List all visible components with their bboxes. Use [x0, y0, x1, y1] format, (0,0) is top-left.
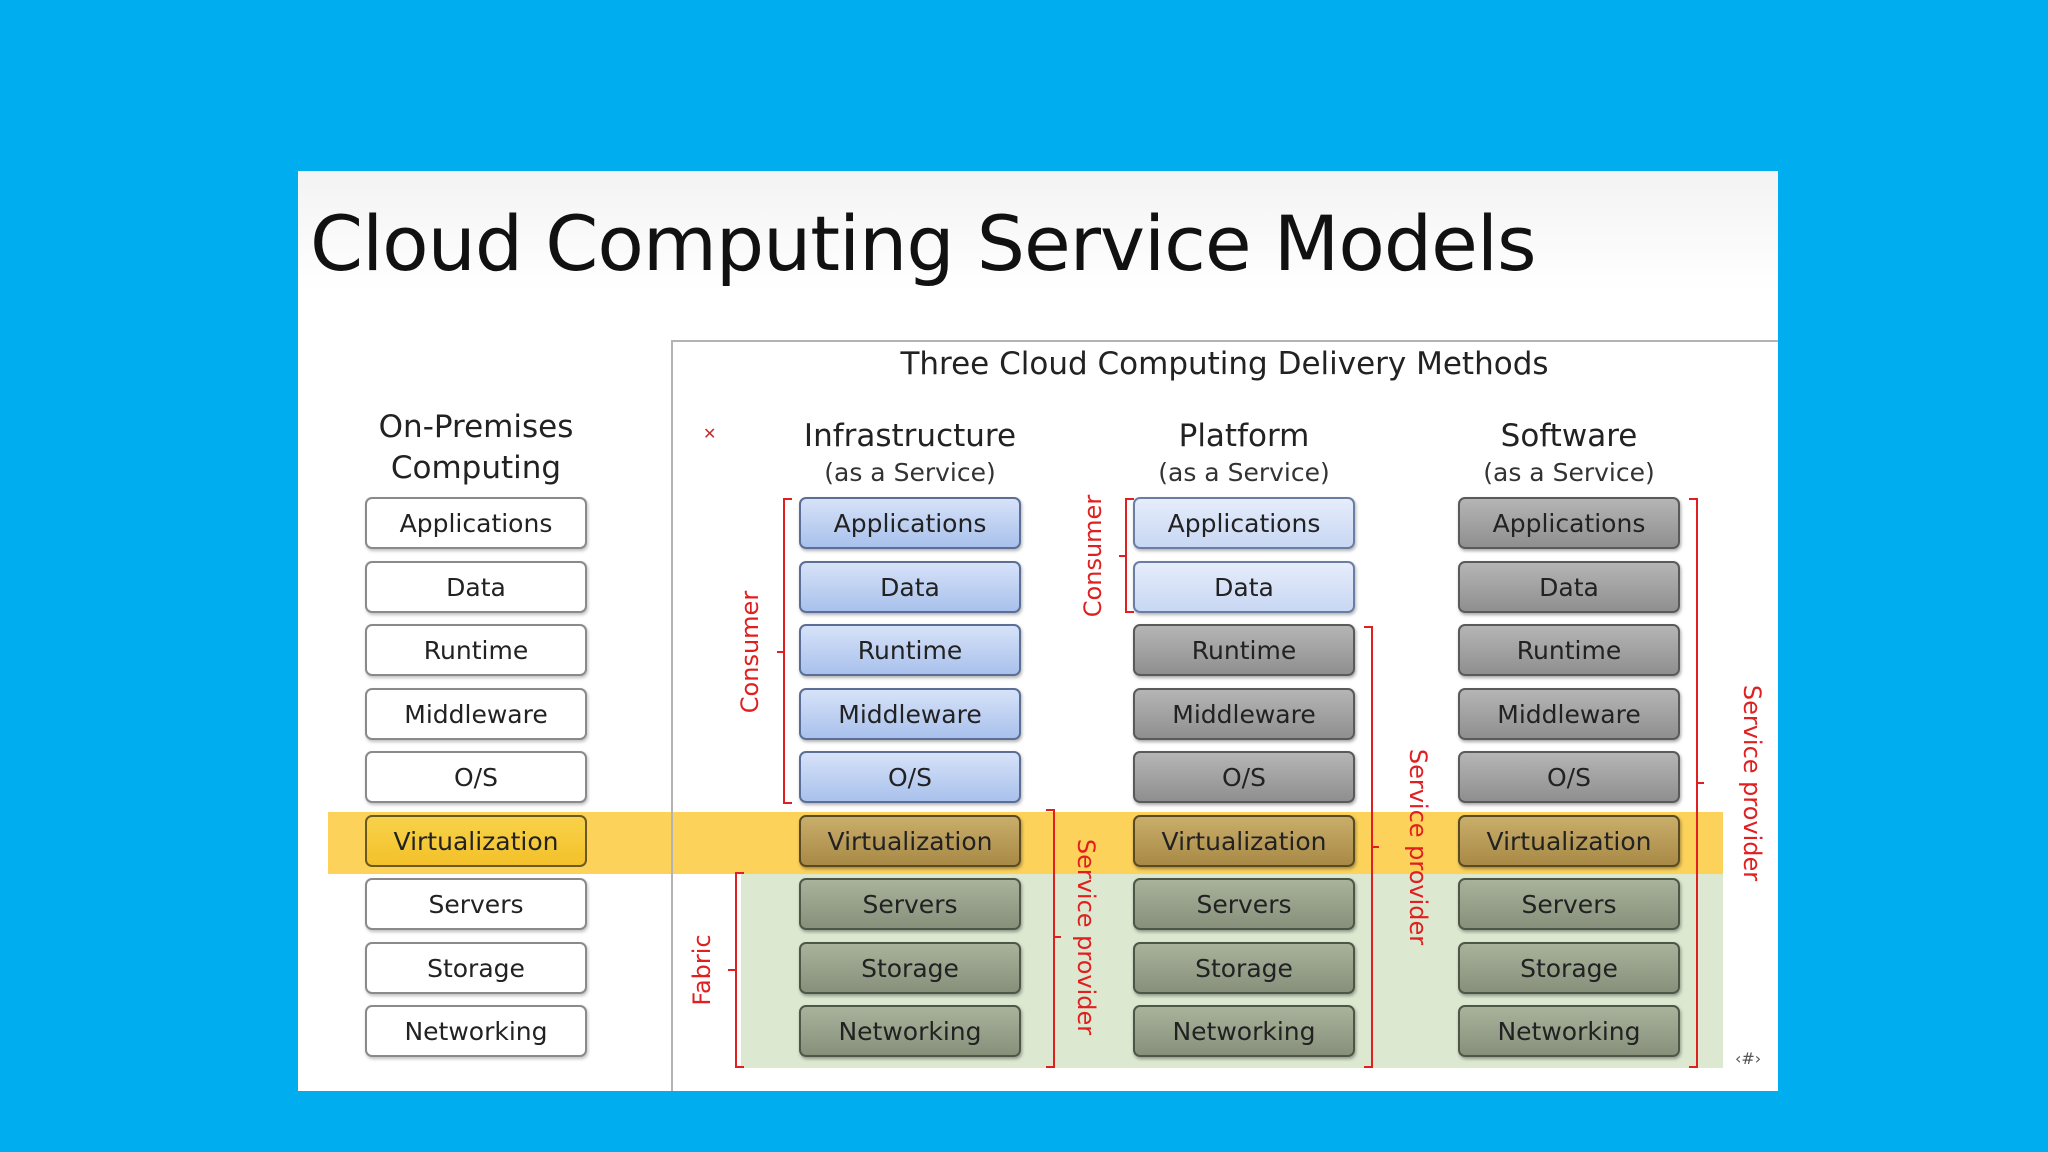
paas-heading-name: Platform: [1178, 418, 1310, 454]
delivery-methods-frame: [671, 340, 1778, 1091]
star-mark-icon: ✕: [703, 424, 717, 443]
saas-heading-sub: (as a Service): [1483, 458, 1655, 487]
paas-os-box: O/S: [1133, 751, 1355, 803]
slide: Cloud Computing Service Models Three Clo…: [298, 171, 1778, 1091]
iaas-service-provider-bracket: [1046, 809, 1061, 1068]
on-premises-servers-box: Servers: [365, 878, 587, 930]
slide-nav-icon[interactable]: ‹#›: [1735, 1049, 1762, 1068]
saas-servers-box: Servers: [1458, 878, 1680, 930]
slide-title: Cloud Computing Service Models: [310, 199, 1537, 288]
iaas-applications-box: Applications: [799, 497, 1021, 549]
iaas-heading-sub: (as a Service): [824, 458, 996, 487]
on-premises-data-box: Data: [365, 561, 587, 613]
paas-middleware-box: Middleware: [1133, 688, 1355, 740]
paas-service-provider-bracket: [1364, 626, 1379, 1068]
iaas-consumer-bracket: [777, 498, 792, 804]
iaas-fabric-bracket: [728, 872, 744, 1068]
iaas-middleware-box: Middleware: [799, 688, 1021, 740]
paas-data-box: Data: [1133, 561, 1355, 613]
iaas-service-provider-label: Service provider: [1072, 838, 1100, 1036]
saas-middleware-box: Middleware: [1458, 688, 1680, 740]
on-premises-applications-box: Applications: [365, 497, 587, 549]
paas-service-provider-label: Service provider: [1404, 748, 1432, 946]
iaas-fabric-label: Fabric: [688, 934, 716, 1006]
on-premises-heading-line1: On-Premises: [378, 409, 574, 445]
iaas-heading: Infrastructure (as a Service): [799, 416, 1021, 490]
on-premises-runtime-box: Runtime: [365, 624, 587, 676]
paas-networking-box: Networking: [1133, 1005, 1355, 1057]
saas-runtime-box: Runtime: [1458, 624, 1680, 676]
iaas-heading-name: Infrastructure: [803, 418, 1017, 454]
iaas-virtualization-box: Virtualization: [799, 815, 1021, 867]
iaas-consumer-label: Consumer: [736, 590, 764, 714]
paas-virtualization-box: Virtualization: [1133, 815, 1355, 867]
delivery-methods-title: Three Cloud Computing Delivery Methods: [900, 346, 1549, 382]
iaas-data-box: Data: [799, 561, 1021, 613]
on-premises-heading: On-Premises Computing: [338, 407, 614, 489]
paas-servers-box: Servers: [1133, 878, 1355, 930]
saas-service-provider-bracket: [1689, 498, 1704, 1068]
saas-applications-box: Applications: [1458, 497, 1680, 549]
on-premises-storage-box: Storage: [365, 942, 587, 994]
paas-consumer-bracket: [1119, 498, 1134, 613]
paas-heading: Platform (as a Service): [1133, 416, 1355, 490]
saas-storage-box: Storage: [1458, 942, 1680, 994]
on-premises-os-box: O/S: [365, 751, 587, 803]
paas-consumer-label: Consumer: [1079, 494, 1107, 618]
iaas-servers-box: Servers: [799, 878, 1021, 930]
saas-heading-name: Software: [1500, 418, 1638, 454]
saas-data-box: Data: [1458, 561, 1680, 613]
iaas-storage-box: Storage: [799, 942, 1021, 994]
saas-virtualization-box: Virtualization: [1458, 815, 1680, 867]
saas-networking-box: Networking: [1458, 1005, 1680, 1057]
iaas-runtime-box: Runtime: [799, 624, 1021, 676]
on-premises-heading-line2: Computing: [390, 450, 562, 486]
saas-service-provider-label: Service provider: [1738, 684, 1766, 882]
iaas-os-box: O/S: [799, 751, 1021, 803]
iaas-networking-box: Networking: [799, 1005, 1021, 1057]
saas-os-box: O/S: [1458, 751, 1680, 803]
paas-applications-box: Applications: [1133, 497, 1355, 549]
on-premises-middleware-box: Middleware: [365, 688, 587, 740]
on-premises-networking-box: Networking: [365, 1005, 587, 1057]
on-premises-virtualization-box: Virtualization: [365, 815, 587, 867]
saas-heading: Software (as a Service): [1458, 416, 1680, 490]
paas-runtime-box: Runtime: [1133, 624, 1355, 676]
bracket-lines: [728, 498, 1704, 1068]
paas-heading-sub: (as a Service): [1158, 458, 1330, 487]
paas-storage-box: Storage: [1133, 942, 1355, 994]
